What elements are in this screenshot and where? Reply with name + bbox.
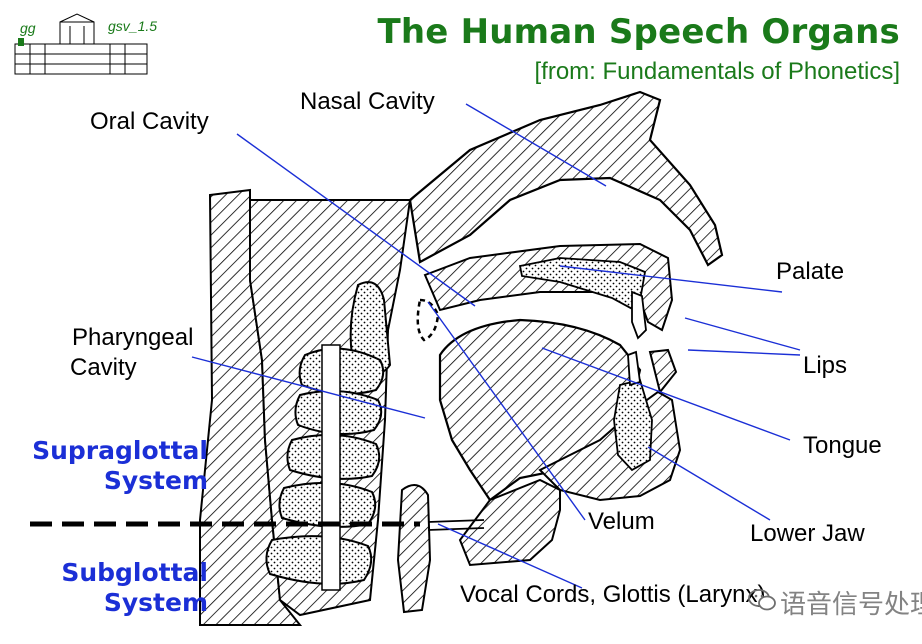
label-supraglottal-system: Supraglottal System (32, 436, 208, 496)
logo-tag-left: gg (20, 20, 36, 36)
neck-front (458, 478, 561, 567)
watermark-text: 语音信号处理 (780, 590, 922, 620)
leader-lines (191, 103, 801, 589)
subglottal-line1: Subglottal (61, 558, 208, 587)
diagram-title: The Human Speech Organs (377, 12, 900, 52)
label-tongue: Tongue (803, 432, 882, 459)
spinal-canal (321, 344, 341, 591)
institution-logo (14, 13, 148, 75)
label-lips: Lips (803, 352, 848, 379)
mandible-bone (613, 378, 653, 472)
label-oral-cavity: Oral Cavity (90, 108, 209, 135)
label-vocal-cords: Vocal Cords, Glottis (Larynx) (460, 581, 766, 608)
vocal-cords (427, 519, 485, 531)
logo-tag-right: gsv_1.5 (108, 18, 158, 34)
label-lower-jaw: Lower Jaw (750, 520, 865, 547)
wechat-icon (748, 589, 776, 611)
label-velum: Velum (588, 508, 655, 535)
label-pharyngeal-line1: Pharyngeal (72, 324, 194, 351)
label-pharyngeal-line2: Cavity (70, 354, 137, 381)
diagram-subtitle: [from: Fundamentals of Phonetics] (534, 58, 900, 85)
supraglottal-line1: Supraglottal (32, 436, 208, 465)
lower-lip (648, 348, 678, 395)
nose-forehead (408, 90, 724, 267)
upper-incisor (631, 290, 647, 340)
label-subglottal-system: Subglottal System (61, 558, 208, 618)
vertebrae (265, 281, 392, 585)
lower-incisor (627, 350, 641, 387)
subglottal-line2: System (103, 588, 208, 617)
supraglottal-line2: System (103, 466, 208, 495)
larynx (396, 484, 432, 614)
label-palate: Palate (776, 258, 845, 285)
label-nasal-cavity: Nasal Cavity (300, 88, 435, 115)
velum (416, 298, 440, 342)
